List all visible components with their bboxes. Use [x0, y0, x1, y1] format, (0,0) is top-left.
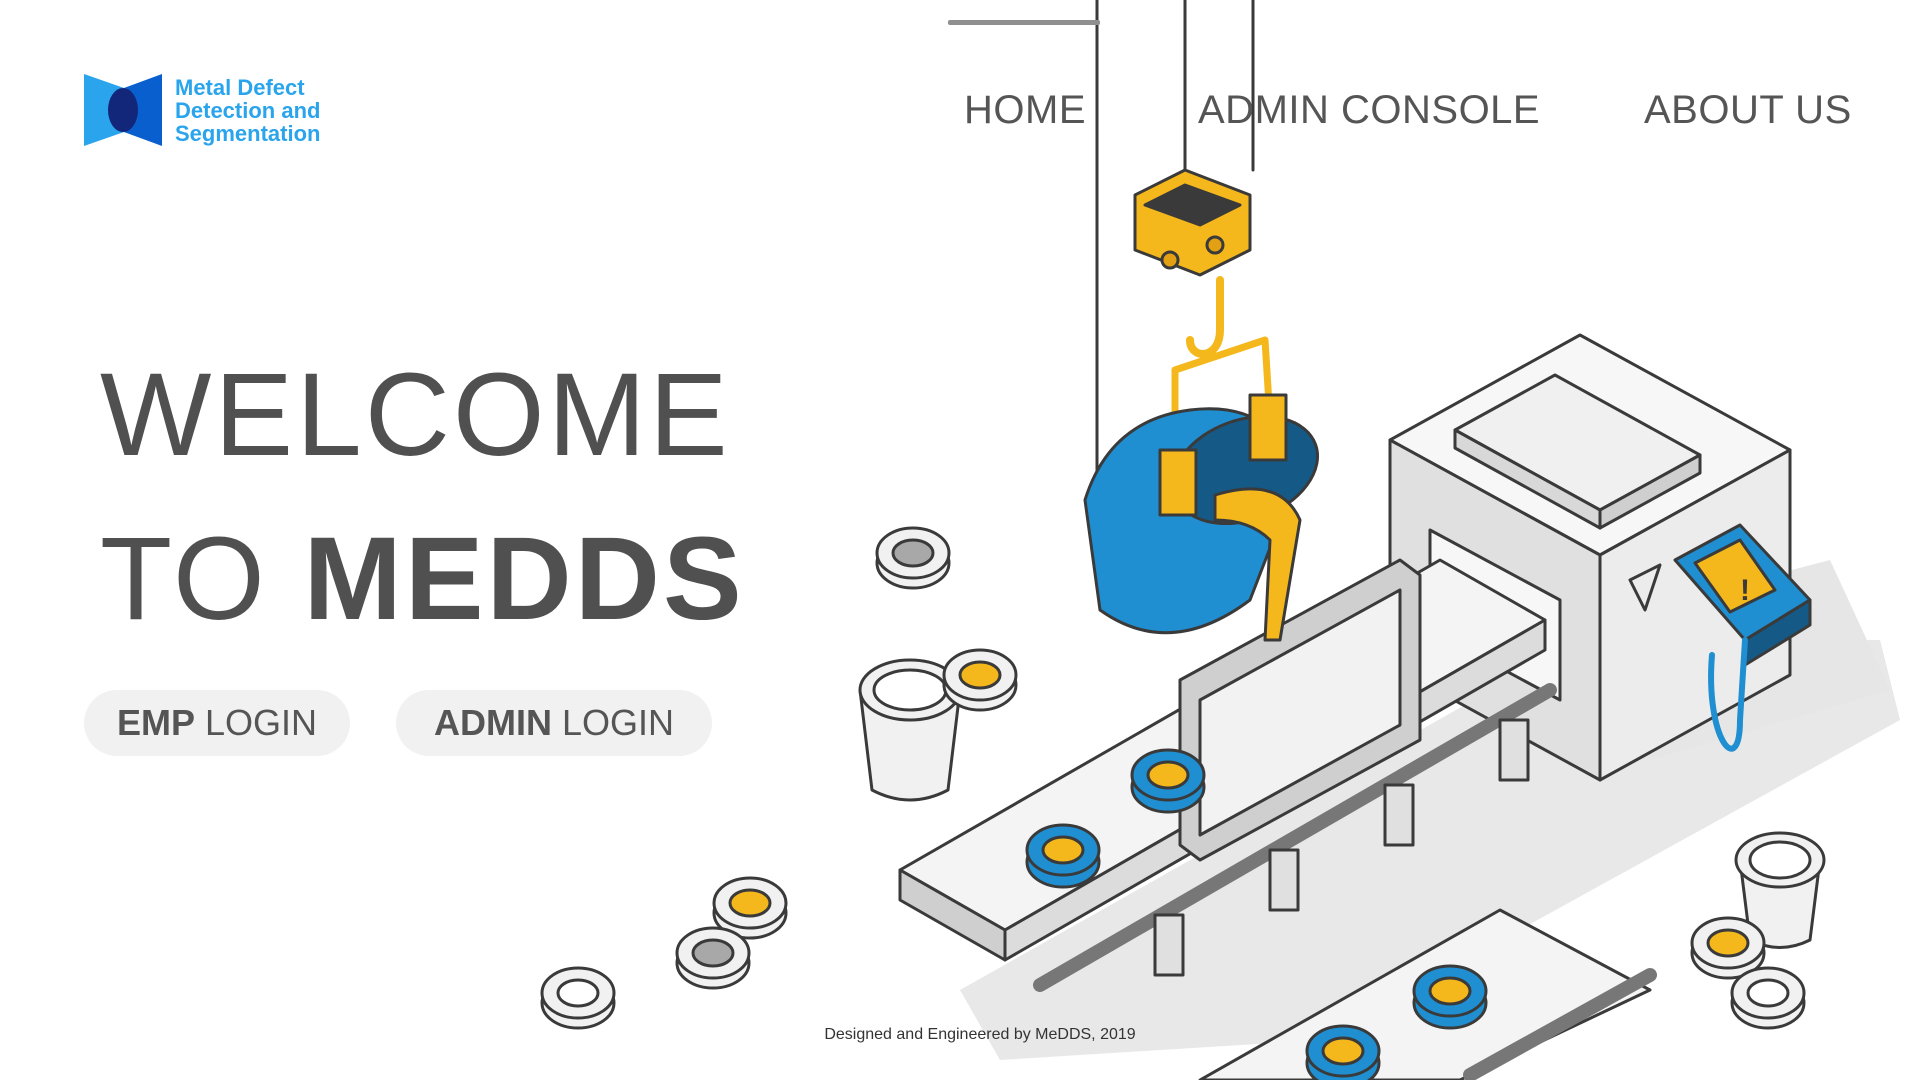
- emp-login-bold: EMP: [116, 702, 195, 743]
- hero-to: TO: [100, 513, 268, 645]
- brand-logo[interactable]: Metal Defect Detection and Segmentation: [84, 74, 320, 146]
- admin-login-bold: ADMIN: [433, 702, 552, 743]
- nav-home[interactable]: HOME: [964, 88, 1086, 132]
- nav-about-us[interactable]: ABOUT US: [1644, 88, 1852, 132]
- hero-medds: MEDDS: [303, 513, 745, 645]
- hero-title-line-2: TO MEDDS: [100, 520, 745, 638]
- footer-credit: Designed and Engineered by MeDDS, 2019: [824, 1026, 1136, 1043]
- emp-login-button[interactable]: EMP LOGIN: [84, 690, 350, 756]
- brand-line-1: Metal Defect: [175, 74, 305, 100]
- nav-admin-console[interactable]: ADMIN CONSOLE: [1198, 88, 1541, 132]
- brand-line-2: Detection and: [175, 97, 321, 123]
- footer: Designed and Engineered by MeDDS, 2019: [0, 1026, 1920, 1044]
- admin-login-button[interactable]: ADMIN LOGIN: [396, 690, 712, 756]
- medds-logo-icon: [84, 74, 162, 146]
- emp-login-light: LOGIN: [204, 702, 318, 743]
- brand-name: Metal Defect Detection and Segmentation: [175, 76, 320, 145]
- svg-text:!: !: [1740, 574, 1750, 607]
- admin-login-light: LOGIN: [561, 702, 674, 743]
- brand-line-3: Segmentation: [175, 120, 321, 146]
- hero-title-line-1: WELCOME: [100, 349, 731, 481]
- active-nav-indicator: [948, 20, 1100, 25]
